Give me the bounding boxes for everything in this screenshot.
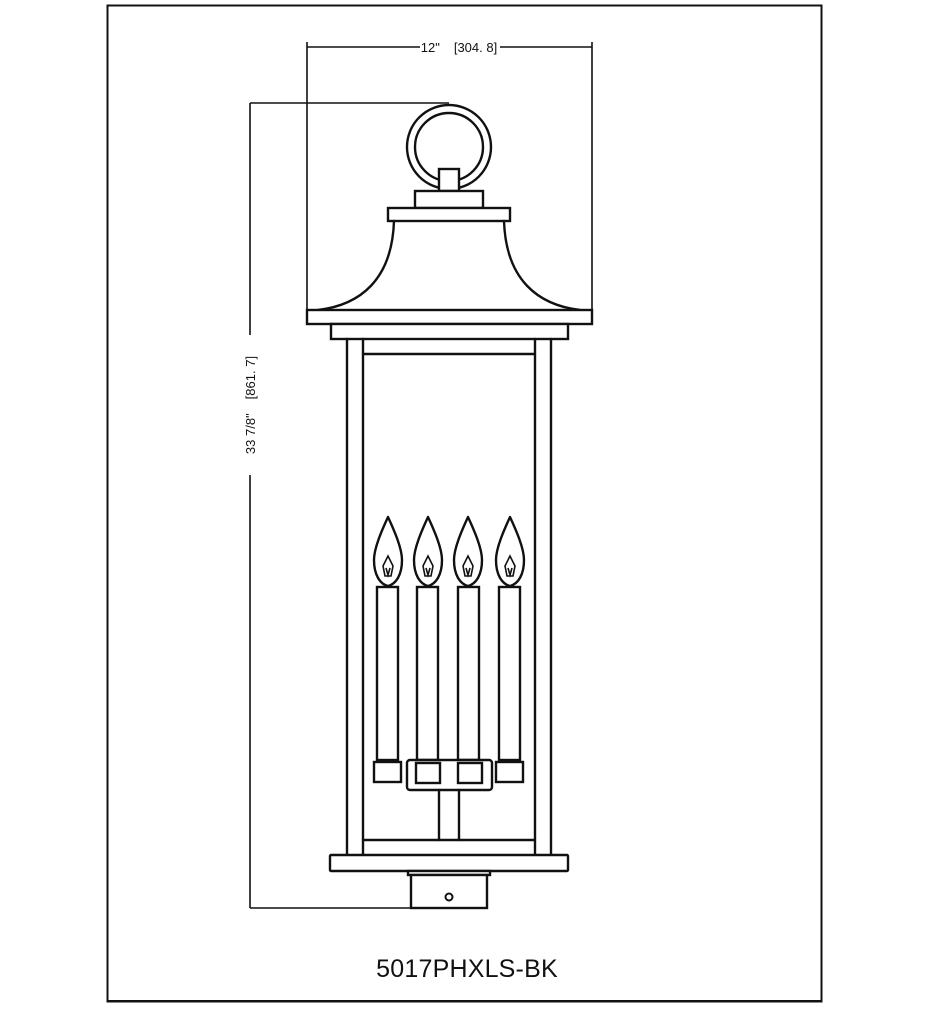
bell-roof <box>316 219 582 312</box>
candle-cluster <box>372 515 526 842</box>
frame-posts <box>345 337 553 857</box>
cap-plate <box>386 189 512 223</box>
candle-2 <box>412 515 444 762</box>
candle-3 <box>452 515 484 762</box>
width-dimension-text: 12"[304. 8] <box>421 40 497 55</box>
drawing-border <box>106 4 823 1003</box>
height-dimension: 33 7/8"[861. 7] <box>243 102 449 909</box>
model-number-label: 5017PHXLS-BK <box>376 955 558 983</box>
set-screw-icon <box>444 892 454 902</box>
candle-4 <box>494 515 526 784</box>
top-band <box>305 308 594 341</box>
hanging-ring <box>405 103 493 193</box>
height-dimension-text: 33 7/8"[861. 7] <box>243 356 258 454</box>
post-fitter <box>406 869 492 910</box>
candle-1 <box>372 515 404 784</box>
center-stem <box>437 788 461 842</box>
width-dimension: 12"[304. 8] <box>306 40 593 315</box>
bottom-band <box>328 853 570 873</box>
